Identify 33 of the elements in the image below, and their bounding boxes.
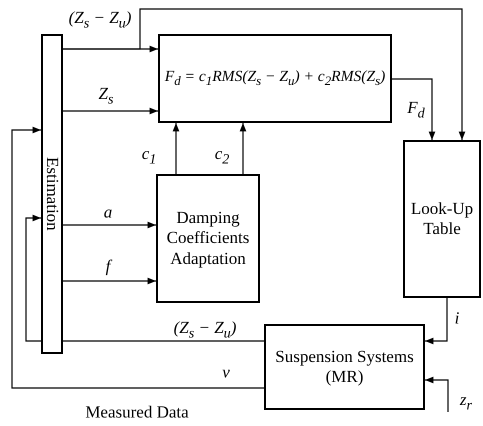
edge-label: v: [222, 364, 230, 380]
arrow: [425, 376, 449, 412]
edge-label: Z$_{s}$: [98, 85, 114, 107]
arrow: [172, 123, 180, 174]
arrow: [425, 298, 448, 344]
box-label: Look-Up Table: [410, 198, 474, 240]
edge-label: a: [104, 204, 112, 220]
edge-label: F$_{d}$: [407, 99, 425, 121]
arrow: [11, 126, 264, 389]
box-label: Estimation: [42, 157, 62, 231]
arrow: [240, 123, 246, 174]
arrow: [63, 108, 158, 114]
arrow: [63, 8, 466, 140]
edge-label: c$_{2}$: [214, 145, 230, 167]
edge-label: z$_{r}$: [460, 391, 472, 413]
note-label: Measured Data: [85, 404, 189, 420]
edge-label: f: [106, 258, 110, 274]
formula-text: F$_{d}$ = c$_{1}$RMS(Z$_{s}$ − Z$_{u}$) + c$_{2}$RMS(Z$_{s}$): [164, 68, 386, 89]
edge-label: (Z$_{s}$ − Z$_{u}$): [174, 319, 236, 341]
edge-label: c$_{1}$: [142, 145, 156, 167]
edge-label: i: [454, 310, 460, 326]
box-label: Suspension Systems (MR): [274, 346, 415, 388]
edge-label: (Z$_{s}$ − Z$_{u}$): [68, 9, 132, 31]
arrow: [392, 78, 436, 140]
box-label: Damping Coefficients Adaptation: [166, 208, 250, 270]
process-box: [156, 174, 260, 303]
estimation-block: [41, 34, 63, 354]
system-box: [264, 324, 425, 410]
lookup-table-box: [403, 140, 481, 298]
arrow: [25, 214, 264, 342]
formula-box: [158, 34, 392, 123]
arrow: [63, 278, 156, 284]
arrow: [63, 222, 156, 228]
